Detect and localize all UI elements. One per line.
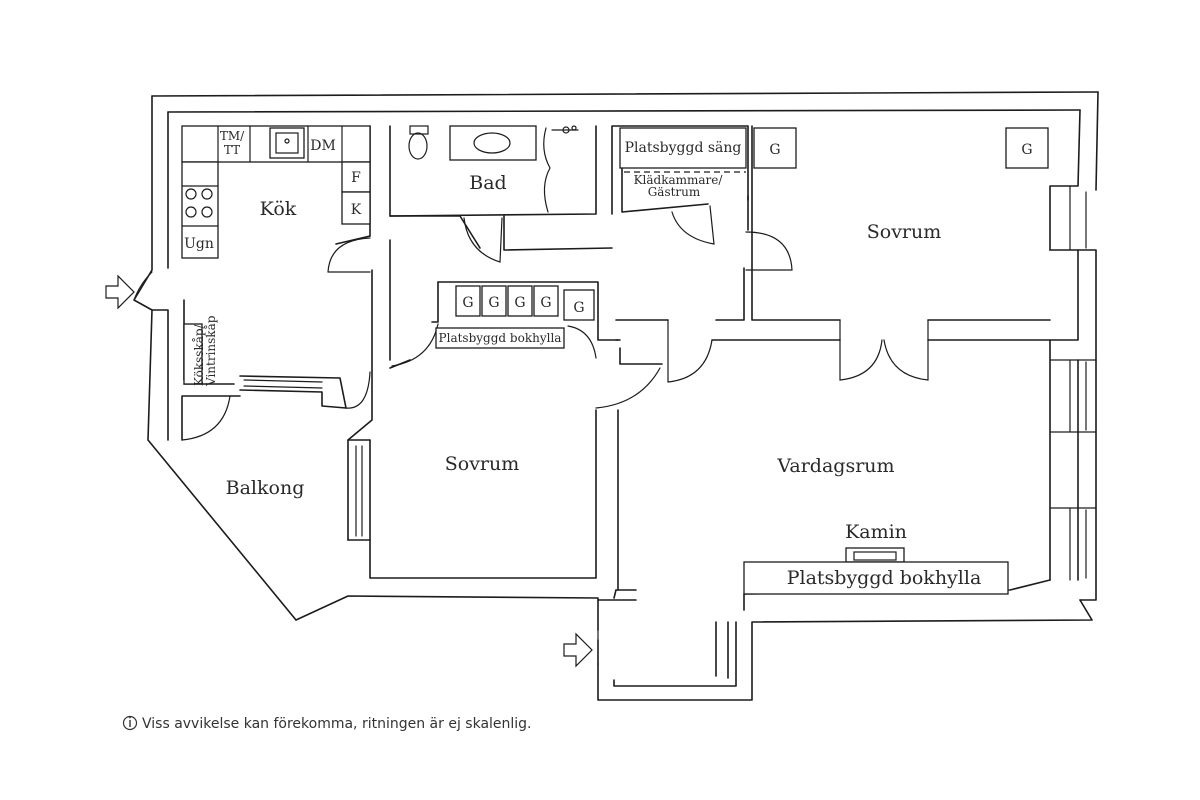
closet-label: Klädkammare/ (634, 173, 724, 187)
bookshelf-large-label: Platsbyggd bokhylla (787, 567, 982, 589)
door-swings (133, 205, 929, 641)
bookshelf-small (435, 327, 565, 349)
disclaimer-text: Viss avvikelse kan förekomma, ritningen … (142, 716, 532, 732)
built-in-bed-label: Platsbyggd säng (625, 140, 742, 156)
koksskap-label-2: Vintrinskåp (203, 315, 218, 387)
room-label-bathroom: Bad (469, 172, 506, 194)
wardrobe-group-corridor: G G G G G (455, 285, 595, 321)
interior-walls (151, 125, 1051, 591)
wardrobe-label: G (488, 295, 499, 311)
outer-walls (133, 91, 1099, 701)
wardrobe-group-top: G G (753, 127, 1049, 169)
kitchen-cabinet (183, 323, 203, 385)
built-in-bed (619, 127, 747, 169)
k-label: K (351, 202, 362, 218)
fireplace-icon (845, 547, 905, 563)
sink-icon (269, 127, 305, 159)
closet-label-2: Gästrum (648, 185, 701, 199)
wardrobe-label: G (769, 142, 780, 158)
room-label-kitchen: Kök (260, 198, 297, 220)
shower-icon (543, 125, 579, 213)
wardrobe-label: G (573, 300, 584, 316)
entrance-arrow-left-icon (105, 274, 135, 310)
fireplace-label: Kamin (845, 521, 907, 543)
room-label-living-room: Vardagsrum (776, 455, 894, 477)
room-label-bedroom-lower: Sovrum (445, 453, 520, 475)
info-circle-icon (122, 715, 138, 731)
ugn-label: Ugn (184, 236, 214, 252)
bookshelf-small-label: Platsbyggd bokhylla (439, 331, 562, 345)
koksskap-label: Köksskåp/ (191, 323, 206, 386)
toilet-icon (408, 125, 429, 160)
tm-tt-label: TM/ (220, 129, 245, 143)
room-label-bedroom-upper: Sovrum (867, 221, 942, 243)
wardrobe-label: G (1021, 142, 1032, 158)
wardrobe-label: G (540, 295, 551, 311)
wardrobe-label: G (462, 295, 473, 311)
bathtub-icon (449, 125, 537, 161)
f-label: F (351, 170, 361, 186)
wardrobe-label: G (514, 295, 525, 311)
stove-icon (185, 188, 213, 218)
bookshelf-large (743, 561, 1009, 595)
tm-tt-label-2: TT (224, 143, 240, 157)
room-label-balcony: Balkong (226, 477, 305, 499)
entrance-arrow-bottom-icon (563, 632, 593, 668)
dm-label: DM (310, 138, 336, 154)
